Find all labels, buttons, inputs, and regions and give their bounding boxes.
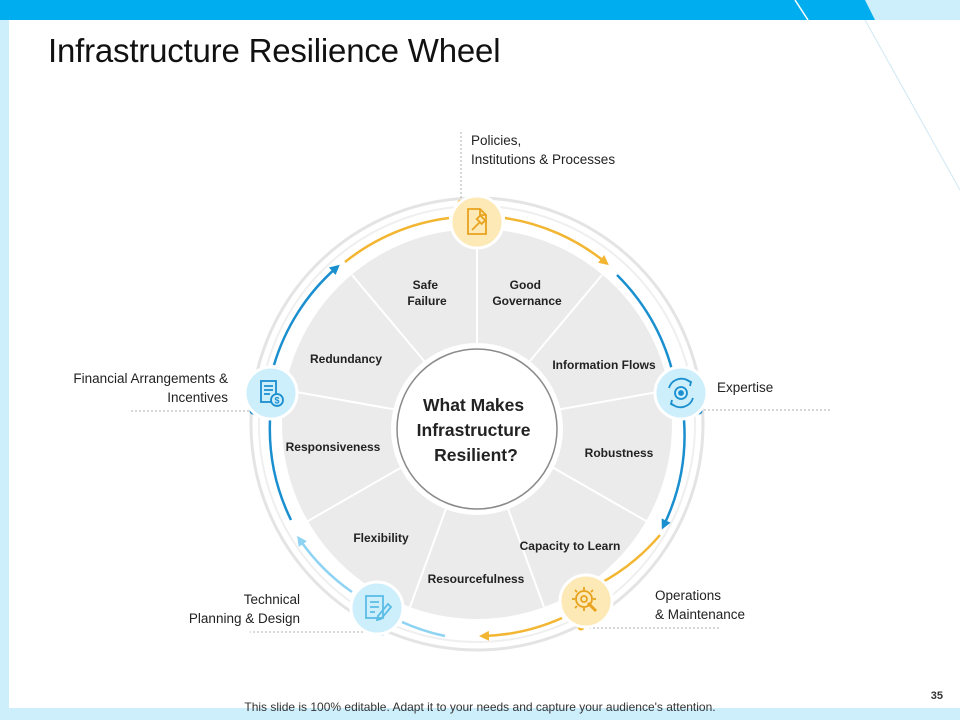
segment-label-safe-failure: Safe Failure: [407, 278, 447, 308]
label-policies-line-1: Policies,: [471, 133, 522, 148]
node-technical: [349, 580, 405, 636]
node-financial: $: [243, 365, 299, 421]
bottom-border: [0, 708, 960, 720]
page-number: 35: [930, 690, 943, 702]
segment-label-flexibility: Flexibility: [353, 531, 409, 545]
blueprint-pencil-icon: [365, 595, 393, 622]
label-policies: Policies, Institutions & Processes: [471, 131, 615, 169]
cycle-arrow-left: [268, 419, 293, 521]
corner-accent: [865, 0, 960, 20]
segment-label-robustness: Robustness: [585, 446, 654, 460]
corner-diagonal-line-2: [864, 19, 960, 191]
cycle-arrow-right: [661, 419, 686, 530]
gear-cycle-icon: [668, 377, 694, 409]
segment-label-redundancy: Redundancy: [310, 352, 382, 366]
document-gavel-icon: [467, 208, 487, 235]
left-border: [0, 20, 9, 720]
label-technical-line-1: Technical: [243, 592, 300, 607]
center-hub: [396, 348, 558, 510]
segment-label-responsiveness: Responsiveness: [286, 440, 381, 454]
document-dollar-icon: $: [260, 380, 284, 407]
wrench-gear-icon: [572, 587, 598, 613]
segment-label-capacity-to-learn: Capacity to Learn: [520, 539, 621, 553]
label-policies-line-2: Institutions & Processes: [471, 152, 616, 167]
center-text: What Makes Infrastructure Resilient?: [417, 395, 536, 465]
label-financial-line-1: Financial Arrangements &: [73, 371, 228, 386]
label-connectors: [130, 132, 830, 633]
node-policies: [449, 194, 505, 250]
label-financial: Financial Arrangements & Incentives: [73, 369, 228, 407]
label-operations: Operations & Maintenance: [655, 586, 745, 624]
label-technical-line-2: Planning & Design: [188, 611, 300, 626]
cycle-arrow-lower-left: [297, 535, 353, 594]
top-band: [0, 0, 960, 20]
svg-text:$: $: [274, 396, 279, 406]
cycle-arrow-top: [504, 216, 609, 266]
label-operations-line-1: Operations: [655, 588, 722, 603]
label-financial-line-2: Incentives: [167, 390, 228, 405]
cycle-arrow-bottom: [479, 616, 563, 641]
node-operations: [558, 573, 614, 629]
segment-label-information-flows: Information Flows: [552, 358, 656, 372]
cycle-arrow-bottom-left: [401, 620, 446, 638]
cycle-arrow-upper-left-blue: [272, 264, 340, 366]
cycle-arrow-upper-right: [616, 274, 674, 371]
footer-note: This slide is 100% editable. Adapt it to…: [244, 700, 716, 714]
corner-diagonal-line: [794, 0, 809, 21]
node-expertise: [653, 365, 709, 421]
page-title: Infrastructure Resilience Wheel: [48, 32, 501, 69]
label-operations-line-2: & Maintenance: [655, 607, 746, 622]
segment-label-good-governance: Good Governance: [492, 278, 562, 308]
label-expertise-line-1: Expertise: [717, 380, 774, 395]
cycle-arrow-upper-left: [344, 216, 450, 263]
label-technical: Technical Planning & Design: [189, 590, 300, 628]
segment-label-resourcefulness: Resourcefulness: [428, 572, 525, 586]
label-expertise: Expertise: [717, 378, 773, 397]
